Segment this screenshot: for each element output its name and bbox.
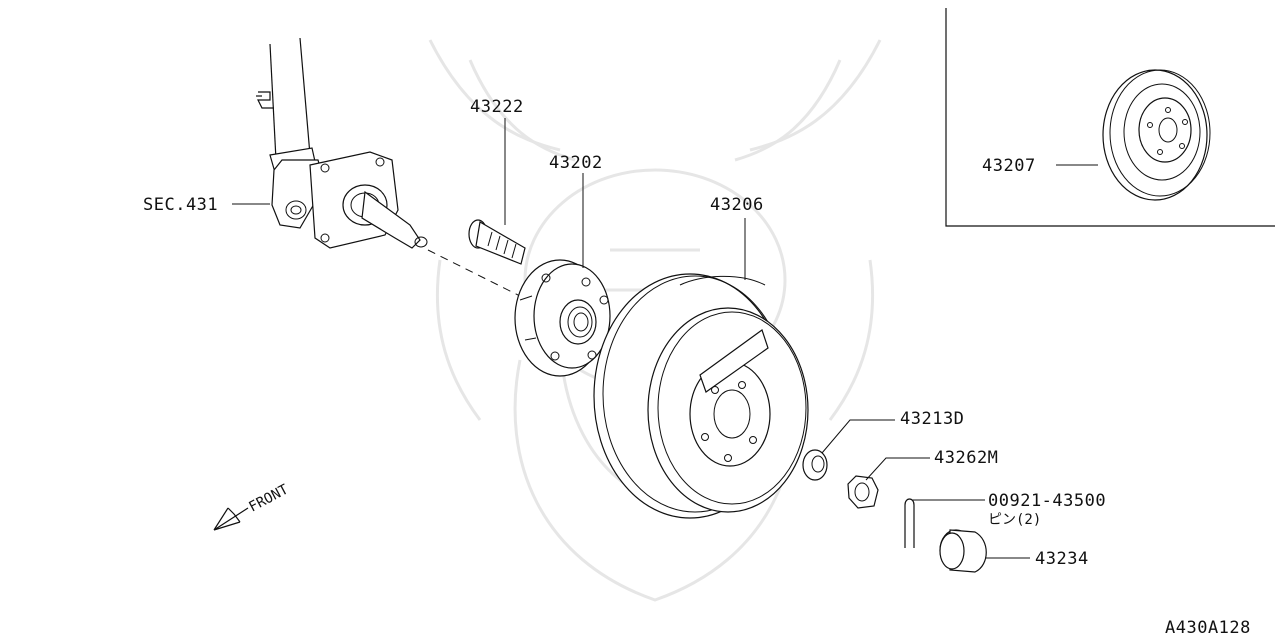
label-43262m[interactable]: 43262M — [934, 448, 998, 468]
wheel-hub-43202[interactable] — [514, 259, 611, 377]
brake-disc-43207[interactable] — [1102, 69, 1211, 201]
label-43234[interactable]: 43234 — [1035, 549, 1089, 569]
label-sec-431[interactable]: SEC.431 — [143, 195, 218, 215]
hub-nut-43262m[interactable] — [847, 475, 879, 509]
label-00921-43500[interactable]: 00921-43500 — [988, 491, 1106, 511]
brake-drum-43206[interactable] — [593, 273, 809, 519]
hub-bolt-43222[interactable] — [468, 219, 526, 265]
label-43202[interactable]: 43202 — [549, 153, 603, 173]
label-43206[interactable]: 43206 — [710, 195, 764, 215]
alignment-dashed-line — [427, 249, 529, 301]
grease-cap-43234[interactable] — [939, 529, 987, 573]
inset-frame — [945, 8, 1275, 227]
label-43213d[interactable]: 43213D — [900, 409, 964, 429]
knuckle-assembly[interactable] — [256, 37, 428, 249]
cotter-pin-00921[interactable] — [904, 498, 915, 548]
label-front: FRONT — [246, 481, 291, 515]
diagram-id: A430A128 — [1165, 618, 1251, 638]
front-arrow-icon — [213, 507, 249, 531]
label-43207[interactable]: 43207 — [982, 156, 1036, 176]
label-pin: ピン(2) — [988, 512, 1041, 528]
label-43222[interactable]: 43222 — [470, 97, 524, 117]
leader-lines — [232, 118, 1098, 559]
washer-43213d[interactable] — [802, 449, 828, 481]
